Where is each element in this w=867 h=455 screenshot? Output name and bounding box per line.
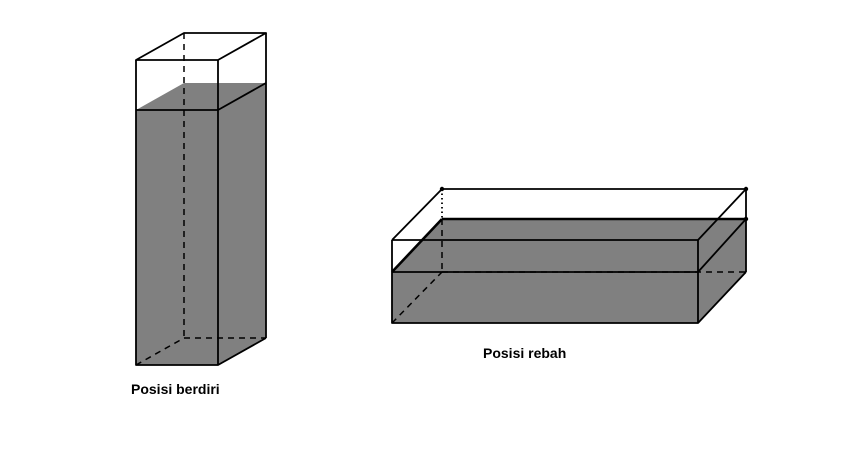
lying-water-side-face (698, 219, 746, 323)
lying-corner-dot (743, 216, 749, 222)
upright-visible-edges (135, 32, 267, 366)
caption-upright: Posisi berdiri (131, 381, 220, 397)
lying-corner-dot (439, 186, 445, 192)
lying-water-surface-edges (391, 217, 746, 273)
caption-lying: Posisi rebah (483, 345, 566, 361)
upright-water-front-face (136, 110, 218, 365)
upright-water-side-face (218, 83, 266, 365)
upright-hidden-edges (135, 33, 266, 366)
lying-container (391, 186, 749, 324)
lying-corner-dot (743, 186, 749, 192)
lying-water-front-face (392, 272, 698, 323)
lying-water-surface (392, 219, 746, 272)
upright-container (135, 32, 267, 366)
upright-water-surface (136, 83, 266, 110)
